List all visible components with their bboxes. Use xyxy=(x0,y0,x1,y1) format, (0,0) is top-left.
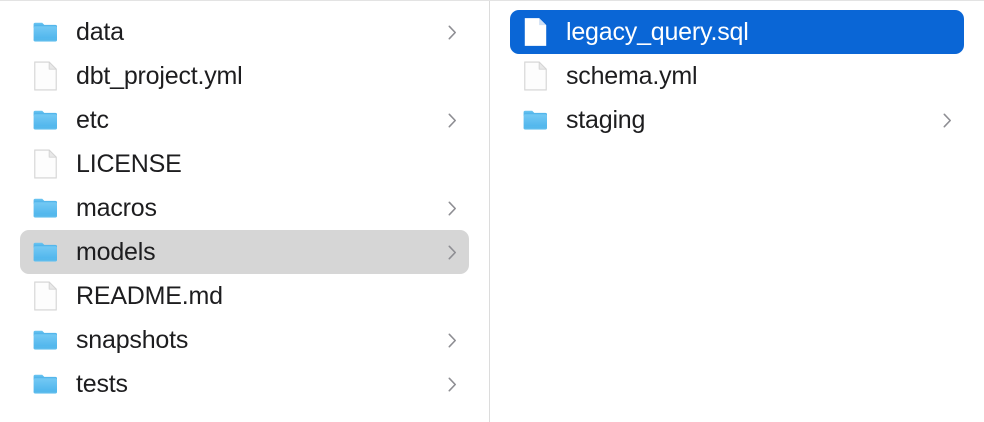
folder-row[interactable]: models xyxy=(20,230,469,274)
folder-icon xyxy=(33,369,58,399)
top-divider xyxy=(0,0,984,1)
folder-icon xyxy=(33,193,58,223)
chevron-right-icon[interactable] xyxy=(445,241,459,263)
file-row[interactable]: dbt_project.yml xyxy=(20,54,469,98)
chevron-right-icon[interactable] xyxy=(445,21,459,43)
item-label: tests xyxy=(76,370,128,398)
folder-icon xyxy=(33,17,58,47)
folder-row[interactable]: staging xyxy=(510,98,964,142)
folder-icon xyxy=(523,105,548,135)
folder-icon xyxy=(33,237,58,267)
item-label: legacy_query.sql xyxy=(566,18,749,46)
file-row[interactable]: schema.yml xyxy=(510,54,964,98)
chevron-right-icon[interactable] xyxy=(445,197,459,219)
file-row[interactable]: LICENSE xyxy=(20,142,469,186)
column-models[interactable]: legacy_query.sql schema.yml staging xyxy=(490,0,984,422)
chevron-right-icon[interactable] xyxy=(445,109,459,131)
item-label: LICENSE xyxy=(76,150,182,178)
folder-row[interactable]: etc xyxy=(20,98,469,142)
chevron-right-icon[interactable] xyxy=(445,329,459,351)
document-icon xyxy=(33,61,58,91)
item-label: etc xyxy=(76,106,109,134)
folder-row[interactable]: data xyxy=(20,10,469,54)
folder-row[interactable]: snapshots xyxy=(20,318,469,362)
folder-icon xyxy=(33,105,58,135)
file-row[interactable]: README.md xyxy=(20,274,469,318)
item-label: snapshots xyxy=(76,326,189,354)
item-label: data xyxy=(76,18,124,46)
document-icon xyxy=(33,149,58,179)
item-label: dbt_project.yml xyxy=(76,62,243,90)
folder-row[interactable]: tests xyxy=(20,362,469,406)
folder-row[interactable]: macros xyxy=(20,186,469,230)
chevron-right-icon[interactable] xyxy=(940,109,954,131)
item-label: staging xyxy=(566,106,646,134)
chevron-right-icon[interactable] xyxy=(445,373,459,395)
item-label: schema.yml xyxy=(566,62,698,90)
document-icon xyxy=(523,61,548,91)
item-label: models xyxy=(76,238,156,266)
item-label: macros xyxy=(76,194,157,222)
document-icon xyxy=(33,281,58,311)
document-icon xyxy=(523,17,548,47)
file-row[interactable]: legacy_query.sql xyxy=(510,10,964,54)
item-label: README.md xyxy=(76,282,223,310)
folder-icon xyxy=(33,325,58,355)
